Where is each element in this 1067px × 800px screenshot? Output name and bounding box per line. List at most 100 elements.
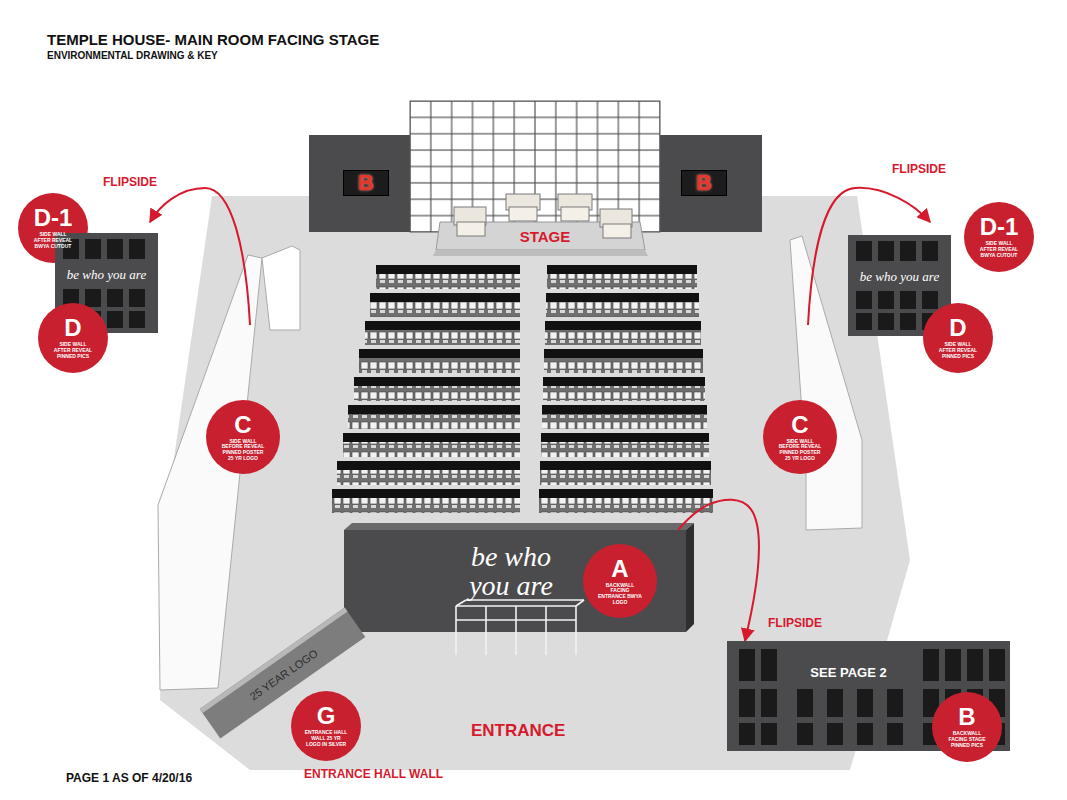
pinned-picture bbox=[989, 649, 1005, 681]
screen-letter: B bbox=[358, 171, 374, 195]
pinned-picture bbox=[129, 289, 145, 307]
chair-row bbox=[376, 274, 520, 289]
flipside-label: FLIPSIDE bbox=[766, 616, 824, 630]
chair-row bbox=[332, 498, 520, 513]
callout-letter: G bbox=[304, 704, 348, 728]
callout-content: D-1SIDE WALL AFTER REVEAL BWYA CUTOUT bbox=[977, 215, 1021, 258]
stage-screen: B bbox=[681, 170, 727, 196]
callout-content: D-1SIDE WALL AFTER REVEAL BWYA CUTOUT bbox=[31, 206, 75, 249]
pinned-picture bbox=[107, 239, 123, 259]
table-row bbox=[543, 377, 705, 386]
board-note: SEE PAGE 2 bbox=[810, 665, 886, 681]
callout-content: BBACKWALL FACING STAGE PINNED PICS bbox=[945, 705, 989, 748]
table-row bbox=[337, 461, 520, 470]
chair-row bbox=[541, 442, 709, 457]
table-row bbox=[332, 489, 520, 498]
back-wall: be who you areABACKWALL FACING ENTRANCE … bbox=[344, 530, 686, 632]
callout-circle: G ENTRANCE HALL WALL 25 YR LOGO IN SILVER bbox=[291, 691, 361, 761]
pinned-picture bbox=[761, 723, 777, 745]
chair-row bbox=[544, 358, 703, 373]
pinned-picture bbox=[761, 689, 777, 717]
flipside-arrow bbox=[808, 188, 930, 325]
pinned-picture bbox=[900, 241, 916, 261]
pinned-picture bbox=[857, 723, 873, 745]
chair-row bbox=[359, 358, 520, 373]
panel-slogan: be who you are bbox=[67, 268, 146, 282]
table-row bbox=[542, 405, 707, 414]
flipside-arrow bbox=[678, 500, 759, 641]
callout-letter: D bbox=[936, 316, 980, 340]
pinned-picture bbox=[887, 723, 903, 745]
table-row bbox=[546, 293, 699, 302]
table-row bbox=[540, 461, 711, 470]
pinned-picture bbox=[878, 313, 894, 330]
bench-rail bbox=[575, 606, 577, 655]
callout-note: ENTRANCE HALL WALL 25 YR LOGO IN SILVER bbox=[304, 730, 348, 747]
flipside-label: FLIPSIDE bbox=[103, 175, 157, 189]
pinned-picture bbox=[900, 291, 916, 309]
stage-platform bbox=[436, 222, 645, 250]
table-row bbox=[539, 489, 713, 498]
callout-content: DSIDE WALL AFTER REVEAL PINNED PICS bbox=[936, 316, 980, 359]
pinned-picture bbox=[827, 723, 843, 745]
wall-label: ENTRANCE HALL WALL bbox=[304, 767, 443, 781]
bench-rail bbox=[456, 600, 466, 606]
callout-note: SIDE WALL BEFORE REVEAL PINNED POSTER 25… bbox=[221, 439, 265, 462]
pinned-picture bbox=[878, 241, 894, 261]
pinned-picture bbox=[856, 241, 872, 261]
callout-note: SIDE WALL BEFORE REVEAL PINNED POSTER 25… bbox=[778, 439, 822, 462]
callout-circle: CSIDE WALL BEFORE REVEAL PINNED POSTER 2… bbox=[763, 400, 837, 474]
pinned-picture bbox=[857, 689, 873, 717]
pinned-picture bbox=[827, 689, 843, 717]
pinned-picture bbox=[739, 689, 755, 717]
table-row bbox=[547, 265, 697, 274]
chair-row bbox=[370, 302, 520, 317]
callout-content: CSIDE WALL BEFORE REVEAL PINNED POSTER 2… bbox=[221, 413, 265, 462]
chair-row bbox=[337, 470, 520, 485]
table-row bbox=[376, 265, 520, 274]
table-row bbox=[541, 433, 709, 442]
pinned-picture bbox=[85, 289, 101, 307]
table-row bbox=[343, 433, 520, 442]
stage-step bbox=[433, 250, 648, 256]
pinned-picture bbox=[63, 239, 79, 259]
pinned-picture bbox=[887, 689, 903, 717]
pinned-picture bbox=[739, 723, 755, 745]
bench-rail bbox=[545, 606, 547, 655]
stage-side-wall bbox=[309, 135, 410, 232]
table-row bbox=[354, 377, 520, 386]
pinned-picture bbox=[85, 239, 101, 259]
table-row bbox=[544, 349, 703, 358]
table-row bbox=[348, 405, 520, 414]
chair-row bbox=[547, 274, 697, 289]
pinned-picture bbox=[129, 239, 145, 259]
wall-top-face bbox=[344, 523, 694, 530]
subtitle: ENVIRONMENTAL DRAWING & KEY bbox=[47, 50, 218, 61]
callout-letter: D-1 bbox=[977, 215, 1021, 239]
callout-content: G ENTRANCE HALL WALL 25 YR LOGO IN SILVER bbox=[304, 704, 348, 747]
chair-row bbox=[343, 442, 520, 457]
bench-rail bbox=[576, 600, 584, 606]
pinned-picture bbox=[739, 649, 755, 681]
callout-circle: DSIDE WALL AFTER REVEAL PINNED PICS bbox=[923, 303, 993, 373]
callout-letter: B bbox=[945, 705, 989, 729]
table-row bbox=[545, 321, 701, 330]
pinned-picture bbox=[129, 311, 145, 328]
chair-row bbox=[545, 330, 701, 345]
callout-letter: C bbox=[778, 413, 822, 437]
stage-chair bbox=[457, 222, 485, 236]
pinned-picture bbox=[856, 313, 872, 330]
pinned-picture bbox=[967, 649, 983, 681]
chair-row bbox=[543, 386, 705, 401]
wall-block bbox=[262, 246, 300, 330]
pinned-picture bbox=[797, 723, 813, 745]
chair-row bbox=[348, 414, 520, 429]
pinned-picture bbox=[922, 291, 938, 309]
pinned-picture bbox=[797, 689, 813, 717]
title: TEMPLE HOUSE- MAIN ROOM FACING STAGE bbox=[47, 31, 379, 48]
bench-rail bbox=[455, 606, 457, 655]
stage-chair bbox=[561, 207, 589, 221]
callout-note: BACKWALL FACING ENTRANCE BWYA LOGO bbox=[598, 583, 642, 606]
chair-row bbox=[539, 498, 713, 513]
stage-side-wall bbox=[660, 135, 762, 232]
